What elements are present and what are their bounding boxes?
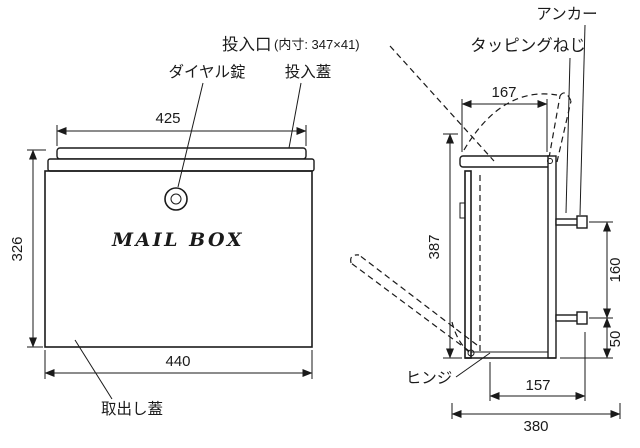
dimension-front-height: 326 <box>9 149 46 348</box>
insert-lid-label: 投入蓋 <box>285 63 332 81</box>
dial-lock-inner-ring <box>170 193 182 205</box>
leader-line <box>565 57 571 214</box>
leader-line <box>177 82 204 188</box>
callout-insert-lid: 投入蓋 <box>285 63 332 149</box>
anchor-shaft <box>555 314 579 322</box>
leader-line <box>74 339 113 400</box>
tapping-screw-label: タッピングねじ <box>470 36 586 55</box>
slot-inner-dimension-label: (内寸: 347×41) <box>274 37 360 52</box>
anchor-label: アンカー <box>536 6 597 23</box>
dimension-front-lid-width: 425 <box>56 110 307 146</box>
callout-hinge: ヒンジ <box>406 352 491 387</box>
side-wall-plate <box>547 155 557 359</box>
anchor-bolt-lower <box>555 311 588 325</box>
open-insert-lid-cap-dashed <box>559 92 572 102</box>
dimension-value: 387 <box>426 234 443 259</box>
callout-tapping-screw: タッピングねじ <box>470 36 586 214</box>
dimension-anchor-to-bottom: 50 <box>560 317 624 359</box>
open-takeout-lid-dashed <box>358 254 478 346</box>
dimension-side-lid-depth: 167 <box>461 84 548 152</box>
anchor-head <box>576 311 588 325</box>
lid-hinge-pivot <box>547 158 553 164</box>
front-body <box>44 170 313 348</box>
dial-lock-label: ダイヤル錠 <box>168 63 245 81</box>
dimension-body-depth: 157 <box>489 332 586 401</box>
takeout-hinge-pivot <box>467 349 475 357</box>
dimension-value: 167 <box>491 84 516 101</box>
leader-line <box>455 352 491 378</box>
open-insert-lid-dashed <box>548 95 561 159</box>
slot-label: 投入口 <box>222 35 272 54</box>
side-lid-plate <box>459 155 553 168</box>
dimension-value: 440 <box>165 353 190 370</box>
dimension-value: 425 <box>155 110 180 127</box>
dimension-side-height: 387 <box>426 133 462 359</box>
anchor-head <box>576 215 588 229</box>
dimension-anchor-spacing: 160 <box>589 221 624 319</box>
dimension-value: 326 <box>9 236 26 261</box>
open-takeout-lid-cap-dashed <box>350 254 360 264</box>
leader-line-dashed <box>389 45 495 162</box>
dial-lock-outer-ring <box>164 187 188 211</box>
anchor-bolt-upper <box>555 215 588 229</box>
brand-text: MAIL BOX <box>111 229 244 251</box>
hinge-label: ヒンジ <box>406 370 453 387</box>
leader-line <box>579 24 586 216</box>
side-lock-knob <box>459 202 466 219</box>
dimension-value: 380 <box>523 418 548 435</box>
dimension-value: 160 <box>607 257 624 282</box>
front-lid-base-plate <box>47 158 315 172</box>
dimension-front-width: 440 <box>44 350 313 379</box>
takeout-lid-label: 取出し蓋 <box>101 400 163 418</box>
callout-anchor: アンカー <box>536 6 598 216</box>
dimension-total-depth: 380 <box>451 403 621 435</box>
callout-dial-lock: ダイヤル錠 <box>168 63 246 188</box>
front-view: MAIL BOX <box>44 147 315 348</box>
callout-takeout-lid: 取出し蓋 <box>74 339 163 418</box>
callout-slot: 投入口 (内寸: 347×41) <box>222 35 495 162</box>
anchor-shaft <box>555 218 579 226</box>
front-lid-top-plate <box>56 147 307 160</box>
leader-line <box>288 82 302 149</box>
dimension-value: 157 <box>525 377 550 394</box>
dimension-value: 50 <box>607 331 624 348</box>
